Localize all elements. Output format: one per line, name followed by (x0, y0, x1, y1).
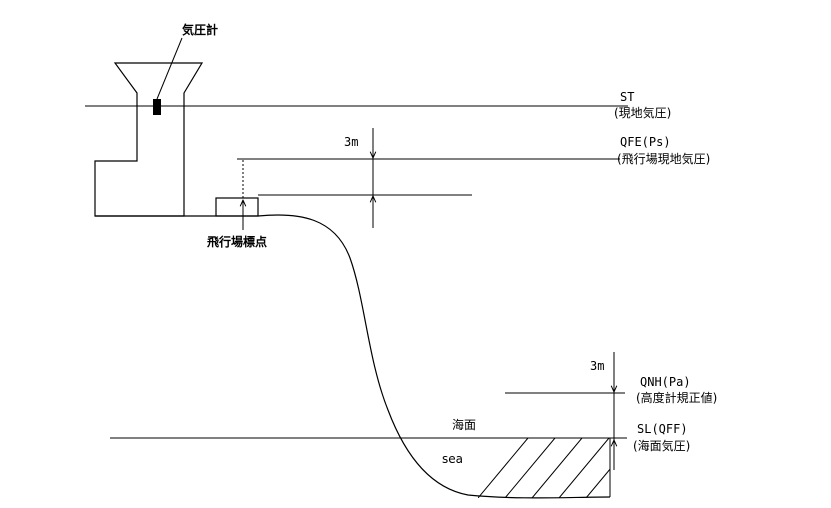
qfe-desc-label: (飛行場現地気圧) (617, 151, 710, 166)
sea-surface-label: 海面 (452, 417, 476, 432)
barometer-icon (153, 99, 161, 115)
sea-hatch (478, 438, 610, 498)
barometer-label: 気圧計 (182, 22, 218, 37)
ground-profile (95, 214, 611, 499)
st-code-label: ST (620, 90, 634, 104)
qfe-code-label: QFE(Ps) (620, 135, 671, 149)
sl-desc-label: (海面気圧) (633, 438, 690, 453)
qnh-code-label: QNH(Pa) (640, 375, 691, 389)
qnh-desc-label: (高度計規正値) (636, 390, 717, 405)
sl-code-label: SL(QFF) (637, 422, 688, 436)
airport-building (94, 62, 204, 217)
upper-offset-label: 3m (344, 135, 358, 149)
reference-point-box (215, 197, 259, 217)
reference-point-label: 飛行場標点 (206, 234, 267, 249)
st-desc-label: (現地気圧) (614, 105, 671, 120)
barometer-pointer-line (156, 37, 183, 100)
lower-offset-label: 3m (590, 359, 604, 373)
sea-label: sea (442, 452, 463, 466)
